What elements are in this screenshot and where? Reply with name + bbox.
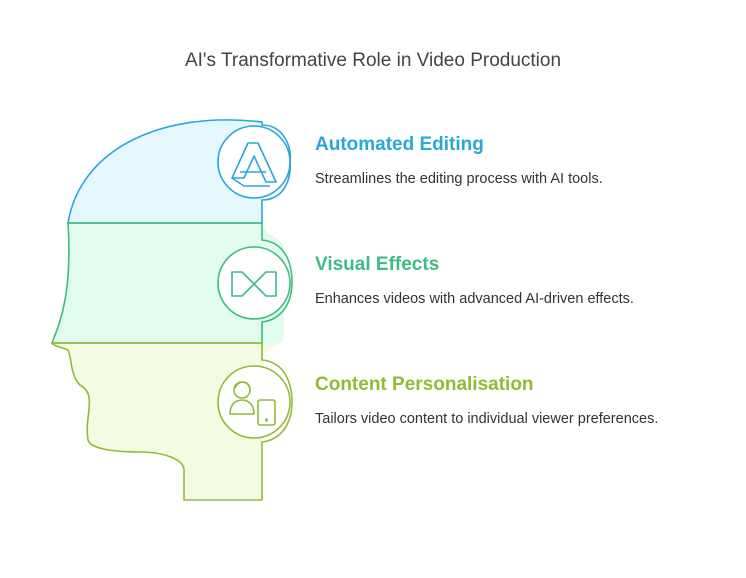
item-automated-editing: Automated Editing Streamlines the editin… [315, 134, 735, 188]
icon-circle-content-personalisation [217, 365, 291, 439]
diagram-title: AI's Transformative Role in Video Produc… [184, 50, 562, 71]
item-heading: Content Personalisation [315, 374, 534, 395]
item-description: Enhances videos with advanced AI-driven … [315, 291, 634, 307]
user-device-icon [229, 381, 276, 426]
item-heading: Automated Editing [315, 134, 484, 155]
item-heading: Visual Effects [315, 254, 440, 275]
band-outline-bottom [51, 342, 293, 501]
infinity-icon [231, 271, 277, 297]
item-description: Tailors video content to individual view… [315, 411, 659, 427]
band-outline-top [67, 119, 292, 224]
item-visual-effects: Visual Effects Enhances videos with adva… [315, 254, 735, 308]
item-description: Streamlines the editing process with AI … [315, 171, 603, 187]
band-outline-middle [50, 222, 293, 344]
icon-circle-visual-effects [217, 246, 291, 320]
item-content-personalisation: Content Personalisation Tailors video co… [315, 374, 735, 428]
icon-circle-automated-editing [217, 125, 291, 199]
automation-a-icon [231, 142, 277, 187]
